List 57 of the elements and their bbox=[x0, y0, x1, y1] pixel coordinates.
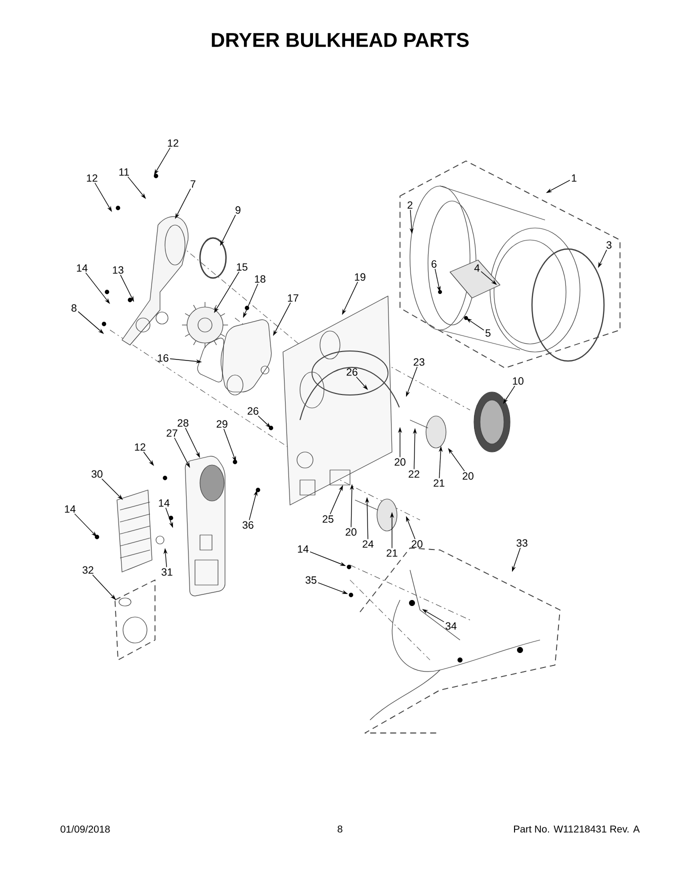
title: DRYER BULKHEAD PARTS bbox=[212, 32, 469, 48]
leader-line bbox=[78, 311, 104, 334]
callout-number: 35 bbox=[306, 576, 316, 584]
callout-number: 12 bbox=[168, 139, 178, 147]
callout-number: 34 bbox=[446, 622, 457, 630]
callout-number: 20 bbox=[462, 472, 474, 480]
callout-number: 7 bbox=[190, 180, 196, 188]
callout-number: 21 bbox=[434, 479, 444, 487]
leader-line bbox=[356, 376, 368, 390]
callout-number: 12 bbox=[134, 443, 146, 451]
callout-number: 8 bbox=[72, 304, 76, 312]
callout-number: 14 bbox=[64, 505, 76, 513]
callout-number: 17 bbox=[288, 294, 298, 302]
callout-number: 13 bbox=[112, 266, 124, 274]
callout-number: 14 bbox=[298, 545, 309, 553]
callout-number: 4 bbox=[474, 264, 480, 272]
leader-line bbox=[102, 478, 123, 500]
callout-number: 32 bbox=[82, 566, 94, 574]
callout-number: 2 bbox=[408, 201, 412, 209]
callout-number: 14 bbox=[158, 499, 170, 507]
footer-text: 01/09/2018 bbox=[60, 825, 110, 833]
callout-number: 12 bbox=[86, 174, 98, 182]
callout-number: 14 bbox=[76, 264, 88, 272]
callout-number: 10 bbox=[512, 377, 524, 385]
callout-number: 30 bbox=[92, 470, 102, 478]
callout-number: 3 bbox=[606, 241, 612, 249]
callout-number: 26 bbox=[248, 407, 258, 415]
callout-number: 11 bbox=[119, 168, 129, 176]
callout-number: 9 bbox=[236, 206, 240, 214]
callout-number: 18 bbox=[254, 275, 266, 283]
callout-number: 25 bbox=[322, 515, 334, 523]
leader-line bbox=[92, 574, 116, 600]
callout-number: 16 bbox=[158, 354, 168, 362]
callout-number: 6 bbox=[432, 260, 436, 268]
callout-number: 20 bbox=[412, 540, 422, 548]
callout-number: 20 bbox=[394, 458, 406, 466]
callout-number: 1 bbox=[572, 174, 576, 182]
callout-number: 28 bbox=[178, 419, 188, 427]
callout-number: 15 bbox=[236, 263, 248, 271]
leader-line bbox=[480, 271, 497, 285]
callout-number: 23 bbox=[414, 358, 424, 366]
callout-number: 21 bbox=[386, 549, 398, 557]
callout-number: 26 bbox=[346, 368, 358, 376]
footer-text: 8 bbox=[338, 825, 342, 833]
callout-number: 31 bbox=[162, 568, 172, 576]
callout-number: 27 bbox=[166, 429, 178, 437]
footer-text: Part No. W11218431 Rev. A bbox=[514, 825, 640, 833]
callout-number: 29 bbox=[216, 420, 228, 428]
leader-line bbox=[74, 513, 97, 537]
callout-number: 36 bbox=[242, 521, 254, 529]
callout-number: 22 bbox=[408, 470, 420, 478]
callout-number: 20 bbox=[346, 528, 356, 536]
callout-number: 24 bbox=[362, 540, 374, 548]
leader-line bbox=[258, 416, 271, 428]
callout-number: 5 bbox=[486, 329, 490, 337]
callout-number: 19 bbox=[354, 273, 366, 281]
callout-number: 33 bbox=[516, 539, 528, 547]
